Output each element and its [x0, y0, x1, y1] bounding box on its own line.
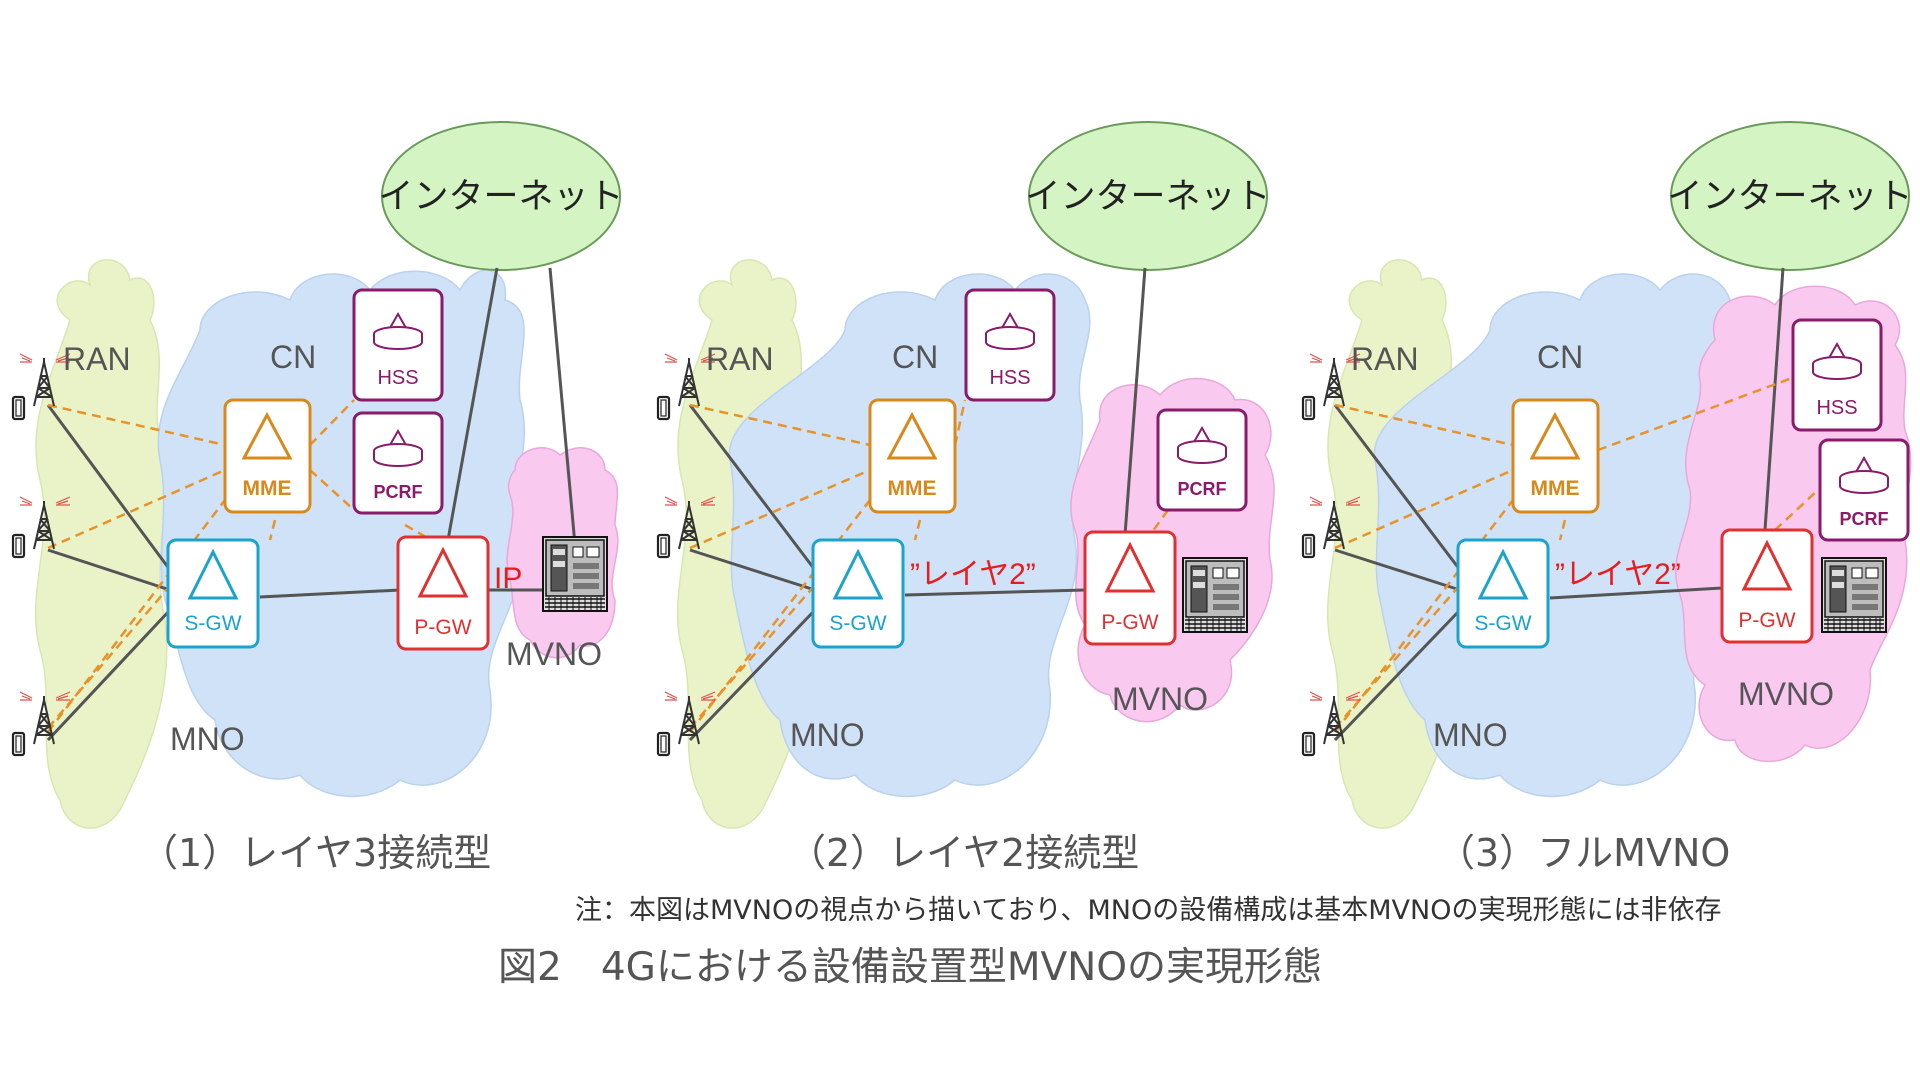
mme-label: MME: [1531, 477, 1580, 500]
panel-1: HSS PCRF MME S-GW P-GW インターネット: [11, 121, 624, 829]
mvno-server-icon: [1821, 557, 1887, 633]
phone-icon: [1301, 395, 1316, 421]
phone-icon: [656, 533, 671, 559]
link-label-ip: IP: [494, 562, 522, 595]
internet-ellipse: [1028, 121, 1268, 271]
sgw-node: S-GW: [811, 538, 905, 649]
mvno-label: MVNO: [1112, 681, 1208, 717]
network-links: [688, 267, 1147, 742]
network-links: [46, 267, 577, 742]
panel-1-caption: （1）レイヤ3接続型: [140, 831, 492, 875]
network-links: [1333, 267, 1785, 742]
hss-label: HSS: [989, 367, 1030, 389]
hss-node: HSS: [964, 288, 1056, 402]
pcrf-node: PCRF: [352, 411, 444, 515]
ran-label: RAN: [63, 341, 131, 377]
ran-label: RAN: [706, 341, 774, 377]
hss-node: HSS: [1791, 318, 1883, 432]
mme-node: MME: [1511, 398, 1600, 514]
pgw-node: P-GW: [1720, 528, 1814, 644]
mvno-label: MVNO: [506, 636, 602, 672]
phone-icon: [11, 533, 26, 559]
pcrf-label: PCRF: [374, 482, 423, 502]
sgw-node: S-GW: [166, 538, 260, 649]
mno-label: MNO: [170, 721, 245, 757]
panel-3-caption: （3）フルMVNO: [1437, 831, 1731, 875]
mvno-server-icon: [1182, 557, 1248, 633]
mme-node: MME: [223, 398, 312, 514]
hss-node: HSS: [352, 288, 444, 402]
mme-node: MME: [868, 398, 957, 514]
ran-label: RAN: [1351, 341, 1419, 377]
pgw-node: P-GW: [396, 535, 490, 651]
footnote: 注：本図はMVNOの視点から描いており、MNOの設備構成は基本MVNOの実現形態…: [575, 895, 1722, 926]
cn-label: CN: [270, 339, 316, 375]
internet-ellipse: [1670, 121, 1910, 271]
cn-label: CN: [1537, 339, 1583, 375]
panel-2-caption: （2）レイヤ2接続型: [788, 831, 1140, 875]
sgw-label: S-GW: [184, 612, 241, 635]
cn-cloud: [157, 269, 526, 798]
mme-label: MME: [888, 477, 937, 500]
phone-icon: [11, 395, 26, 421]
internet-label: インターネット: [1025, 177, 1270, 216]
pcrf-label: PCRF: [1840, 509, 1889, 529]
cn-cloud: [1373, 273, 1736, 798]
internet-ellipse: [381, 121, 621, 271]
phone-icon: [656, 395, 671, 421]
figure-title: 図2 4Gにおける設備設置型MVNOの実現形態: [498, 945, 1323, 990]
sgw-node: S-GW: [1456, 538, 1550, 649]
pgw-label: P-GW: [414, 616, 471, 639]
phone-icon: [1301, 731, 1316, 757]
pcrf-label: PCRF: [1178, 479, 1227, 499]
mvno-server-icon: [542, 536, 608, 612]
link-label-layer2: ”レイヤ2”: [910, 558, 1036, 591]
hss-label: HSS: [1816, 397, 1857, 419]
mme-label: MME: [243, 477, 292, 500]
sgw-label: S-GW: [1474, 612, 1531, 635]
ran-cloud: [34, 259, 168, 829]
cn-cloud: [728, 273, 1091, 798]
phone-icon: [11, 731, 26, 757]
panel-3: HSS PCRF MME S-GW P-GW インターネット RAN CN MN…: [1301, 121, 1913, 829]
internet-label: インターネット: [378, 177, 623, 216]
phone-icon: [656, 731, 671, 757]
hss-label: HSS: [377, 367, 418, 389]
panel-2: HSS PCRF MME S-GW P-GW インターネット RAN CN MN…: [656, 121, 1275, 829]
phone-icon: [1301, 533, 1316, 559]
mno-label: MNO: [1433, 717, 1508, 753]
pcrf-node: PCRF: [1818, 438, 1910, 542]
mno-label: MNO: [790, 717, 865, 753]
pgw-label: P-GW: [1738, 609, 1795, 632]
internet-label: インターネット: [1667, 177, 1912, 216]
pgw-label: P-GW: [1101, 611, 1158, 634]
sgw-label: S-GW: [829, 612, 886, 635]
mvno-label: MVNO: [1738, 676, 1834, 712]
link-label-layer2: ”レイヤ2”: [1555, 558, 1681, 591]
pcrf-node: PCRF: [1156, 408, 1248, 512]
pgw-node: P-GW: [1083, 530, 1177, 646]
cn-label: CN: [892, 339, 938, 375]
